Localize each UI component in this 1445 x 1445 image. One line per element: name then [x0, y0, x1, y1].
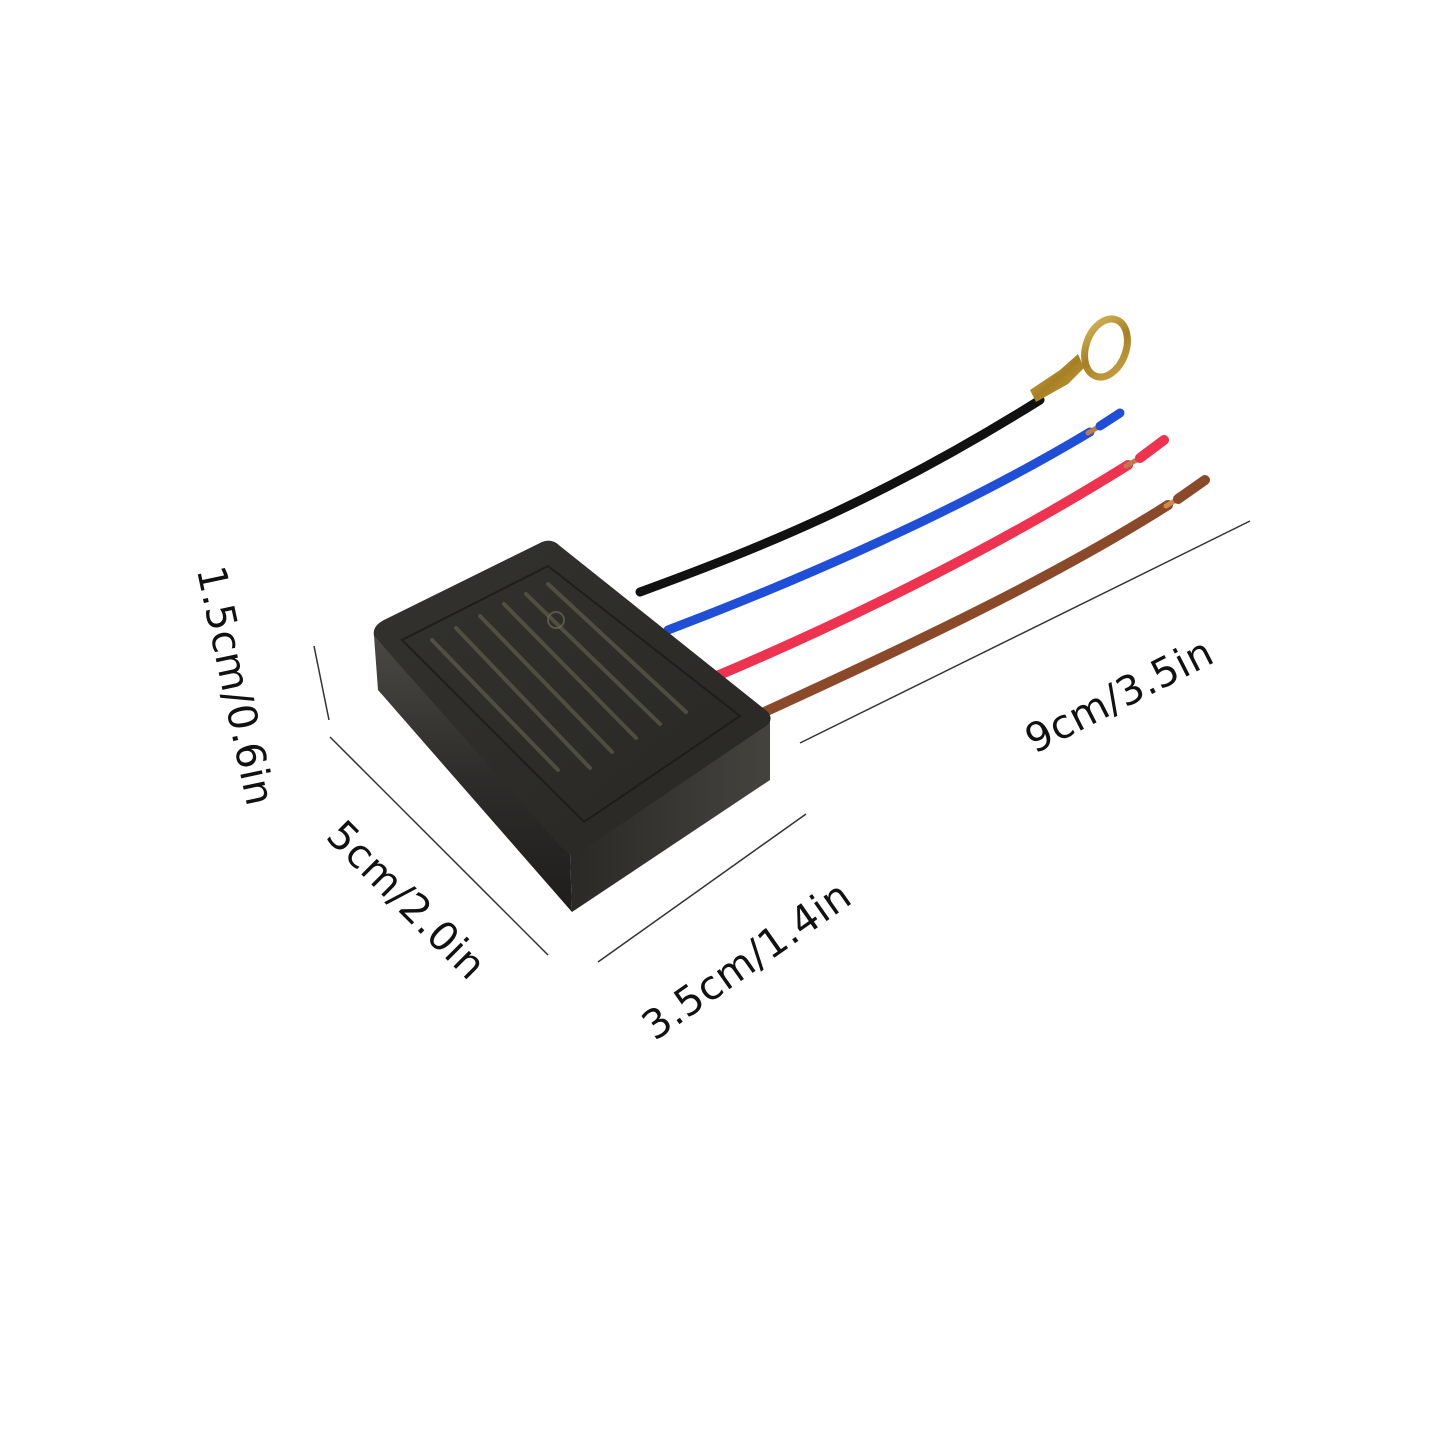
brown-wire [753, 500, 1173, 720]
ring-terminal [1030, 315, 1131, 402]
module-top-face [373, 540, 771, 855]
wire-length-dimension-line [799, 520, 1251, 744]
embossed-logo-icon [547, 611, 565, 629]
control-module [373, 540, 771, 912]
embossed-label-text [430, 582, 688, 772]
black-wire [635, 395, 1045, 597]
module-left-side [374, 636, 572, 912]
ring-terminal-crimp [1030, 354, 1084, 402]
width-dimension-line [597, 813, 807, 963]
dimension-lines [313, 520, 1251, 963]
length-dimension-line [329, 736, 549, 956]
red-wire [707, 460, 1133, 683]
wires [635, 395, 1210, 720]
height-dimension-line [313, 645, 330, 721]
red-wire-tip [1135, 435, 1169, 463]
ring-terminal-loop [1081, 315, 1131, 381]
module-front-side [570, 720, 770, 912]
module-label-panel [400, 564, 742, 824]
brown-wire-tip [1173, 475, 1210, 504]
blue-wire-tip [1095, 408, 1125, 431]
blue-wire [663, 427, 1095, 635]
